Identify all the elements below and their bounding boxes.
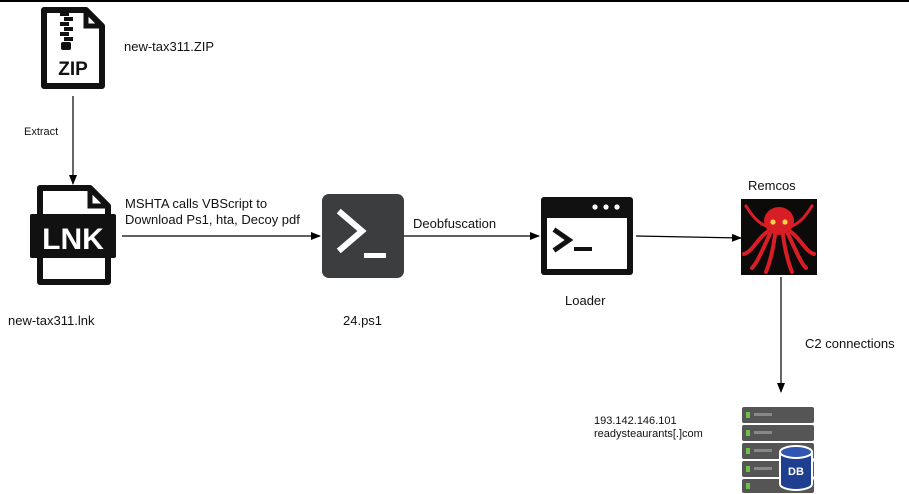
lnk-icon-text: LNK [42,223,104,256]
db-icon-text: DB [788,466,804,478]
octopus-logo-icon [741,199,817,275]
top-border [0,0,909,2]
edge-label-mshta: MSHTA calls VBScript to Download Ps1, ht… [125,196,300,227]
edge-label-extract: Extract [24,126,59,138]
lnk-file-label: new-tax311.lnk [8,313,95,328]
zip-file-icon: ZIP [41,7,105,89]
zip-file-label: new-tax311.ZIP [124,39,215,54]
loader-label: Loader [565,293,606,308]
arrow-loader-to-remcos [635,233,742,242]
zip-icon-text: ZIP [58,59,88,80]
ps1-file-label: 24.ps1 [343,313,383,328]
database-server-icon: DB [742,407,814,493]
server-domain-label: readysteaurants[.]com [594,428,703,440]
lnk-file-icon: LNK [30,185,116,285]
server-ip-label: 193.142.146.101 [594,415,677,427]
powershell-icon [322,194,404,278]
edge-label-deobfuscation: Deobfuscation [413,216,497,231]
remcos-label: Remcos [748,178,796,193]
edge-label-c2: C2 connections [805,336,895,351]
terminal-window-icon [541,197,633,275]
